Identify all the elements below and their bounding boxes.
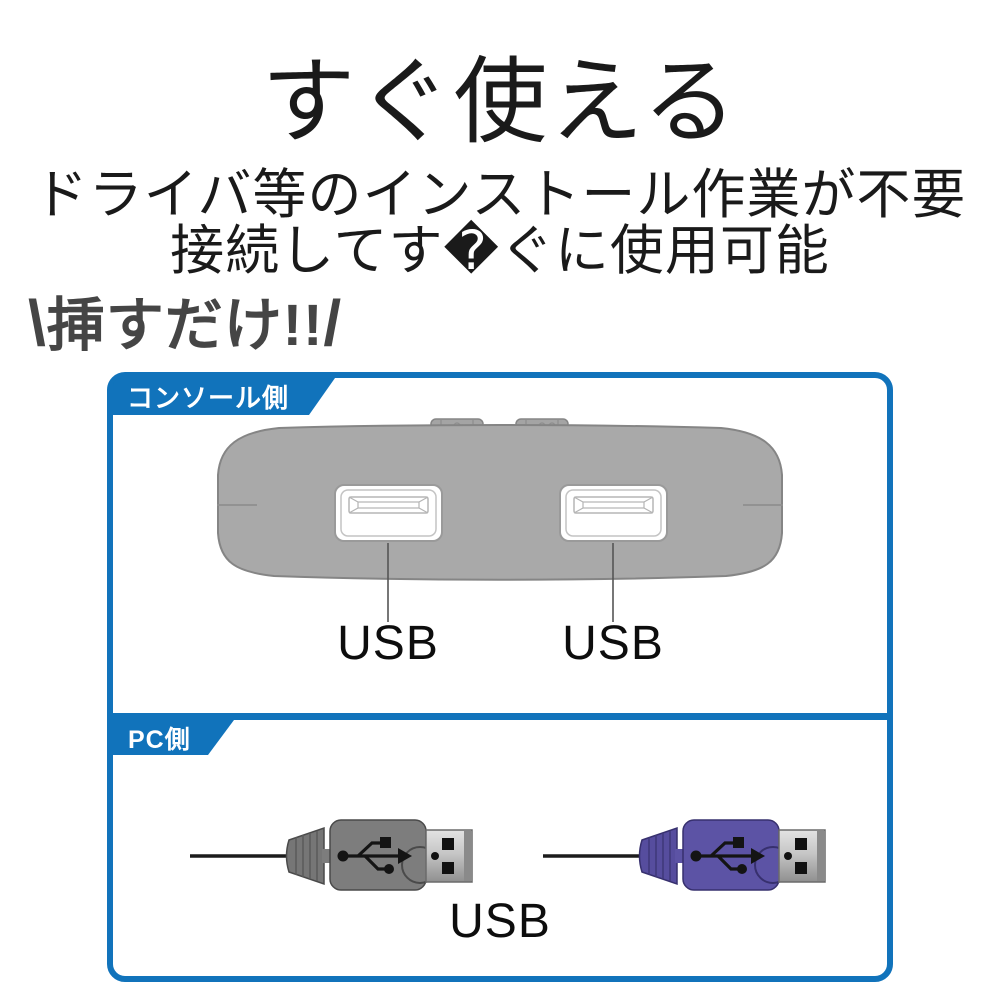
strain-relief-gray — [285, 826, 325, 886]
console-usb-label-right: USB — [562, 617, 664, 670]
usb-connector-gray — [190, 819, 473, 891]
catchphrase-open-slash: \ — [28, 287, 47, 359]
usb-connector-purple — [543, 819, 826, 891]
kvm-switch-device — [217, 418, 783, 622]
usb-trident-icon — [342, 841, 402, 871]
usb-port-right — [559, 484, 668, 542]
console-usb-label-left: USB — [337, 617, 439, 670]
catchphrase-close-slash: / — [323, 287, 343, 359]
metal-plug-gray — [425, 829, 473, 883]
device-body — [217, 424, 783, 581]
subtitle-line-1: ドライバ等のインストール作業が不要 — [33, 165, 967, 225]
usb-trident-icon — [695, 841, 755, 871]
metal-plug-purple — [778, 829, 826, 883]
page-title: すぐ使える — [261, 49, 739, 154]
tab-pc-side: PC側 — [112, 720, 234, 755]
pc-usb-label: USB — [449, 895, 551, 948]
tab-pc-label: PC側 — [128, 725, 191, 754]
tab-console-side: コンソール側 — [113, 378, 335, 415]
tab-console-label: コンソール側 — [127, 383, 290, 413]
strain-relief-purple — [638, 826, 678, 886]
usb-port-left — [334, 484, 443, 542]
subtitle-line-2: 接続してす�ぐに使用可能 — [170, 221, 830, 281]
pc-side-connectors — [190, 819, 826, 891]
section-divider — [112, 713, 888, 720]
catchphrase: \挿すだけ!!/ — [28, 278, 342, 362]
catchphrase-text: 挿すだけ!! — [46, 293, 324, 358]
